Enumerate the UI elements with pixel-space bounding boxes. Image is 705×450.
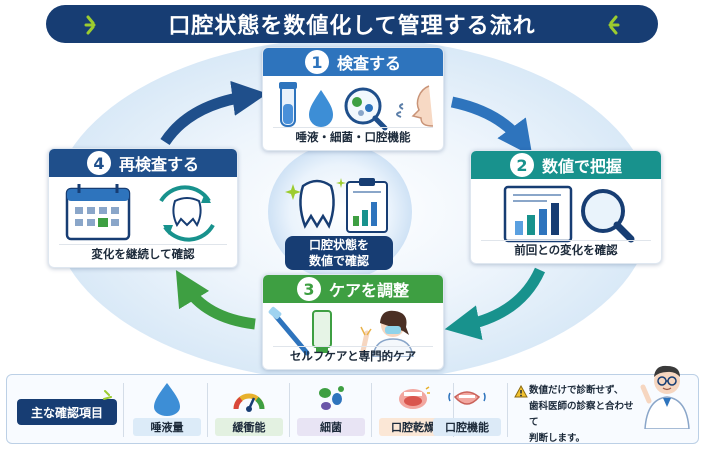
bacteria-icon [319, 386, 344, 410]
warning-icon [514, 385, 528, 398]
center-line-1: 口腔状態を [308, 238, 369, 252]
item-label: 口腔機能 [433, 418, 501, 436]
step-3-label: ケアを調整 [328, 281, 409, 300]
chart-review-icons [503, 185, 635, 243]
divider [289, 383, 290, 437]
step-1-card: 1 検査する 唾液・細菌・口腔機能 [262, 47, 444, 151]
step-2-caption: 前回との変化を確認 [481, 240, 651, 258]
bar-chart-document-icon [503, 185, 573, 243]
caution-note: 数値だけで診断せず、 歯科医師の診察と合わせて 判断します。 [515, 383, 640, 447]
item-bacteria: 細菌 [295, 379, 367, 439]
saliva-drop-icon [309, 90, 333, 127]
toothpaste-icon [312, 310, 332, 353]
note-line-3: 判断します。 [529, 433, 586, 444]
step-2-card: 2 数値で把握 前回との変化を確認 [470, 150, 662, 264]
center-label: 口腔状態を 数値で確認 [285, 236, 393, 270]
step-1-header: 1 検査する [263, 48, 443, 76]
calendar-icon [65, 184, 131, 241]
spark-left-icon [84, 15, 96, 35]
center-line-2: 数値で確認 [308, 254, 369, 268]
item-oral-function: 口腔機能 [431, 379, 503, 439]
open-mouth-icon [399, 386, 430, 409]
magnifier-icon [581, 189, 635, 243]
divider [123, 383, 124, 437]
item-dry-mouth: 口腔乾燥 [377, 379, 449, 439]
step-1-number: 1 [304, 50, 329, 74]
divider [453, 383, 454, 437]
heading-sparks-icon [103, 390, 112, 400]
breath-face-icon [396, 85, 434, 127]
test-tube-icon [279, 82, 297, 127]
bacteria-magnifier-icon [344, 87, 388, 131]
check-items-heading: 主な確認項目 [17, 399, 117, 425]
test-icons [279, 82, 434, 131]
step-3-number: 3 [296, 277, 321, 301]
step-4-label: 再検査する [118, 155, 199, 174]
divider [207, 383, 208, 437]
note-line-2: 歯科医師の診察と合わせて [529, 401, 634, 428]
clipboard-chart-icon [346, 178, 388, 233]
step-4-number: 4 [86, 151, 111, 175]
item-label: 唾液量 [133, 418, 201, 436]
note-line-1: 数値だけで診断せず、 [529, 385, 624, 396]
spark-right-icon [608, 15, 620, 35]
dentist-avatar [640, 365, 690, 429]
step-4-header: 4 再検査する [49, 149, 237, 177]
gauge-icon [233, 393, 265, 412]
step-1-label: 検査する [336, 54, 401, 73]
recheck-icons [65, 184, 215, 242]
step-2-number: 2 [509, 153, 534, 177]
item-label: 口腔乾燥 [379, 418, 447, 436]
divider [507, 383, 508, 437]
step-3-header: 3 ケアを調整 [263, 275, 443, 303]
item-saliva: 唾液量 [131, 379, 203, 439]
divider [371, 383, 372, 437]
title-bar: 口腔状態を数値化して管理する流れ [46, 5, 658, 43]
step-3-card: 3 ケアを調整 セルフケアと専門的ケア [262, 274, 444, 370]
check-items-panel: 主な確認項目 唾液量 緩衝能 [6, 365, 699, 447]
page-title: 口腔状態を数値化して管理する流れ [168, 14, 536, 39]
sparkle-icon [285, 178, 346, 200]
step-3-caption: セルフケアと専門的ケア [273, 346, 433, 364]
item-label: 緩衝能 [215, 418, 283, 436]
step-2-label: 数値で把握 [541, 157, 622, 176]
center-tooth-report-icon [285, 178, 388, 233]
step-4-caption: 変化を継続して確認 [59, 244, 227, 262]
step-2-header: 2 数値で把握 [471, 151, 661, 179]
water-drop-icon [154, 383, 180, 416]
mouth-function-icon [448, 391, 486, 405]
step-4-card: 4 再検査する [48, 148, 238, 268]
item-buffer: 緩衝能 [213, 379, 285, 439]
tooth-icon [299, 179, 335, 229]
tooth-refresh-icon [159, 185, 215, 242]
dental-staff-icon [360, 310, 414, 357]
item-label: 細菌 [297, 418, 365, 436]
step-1-caption: 唾液・細菌・口腔機能 [273, 127, 433, 145]
